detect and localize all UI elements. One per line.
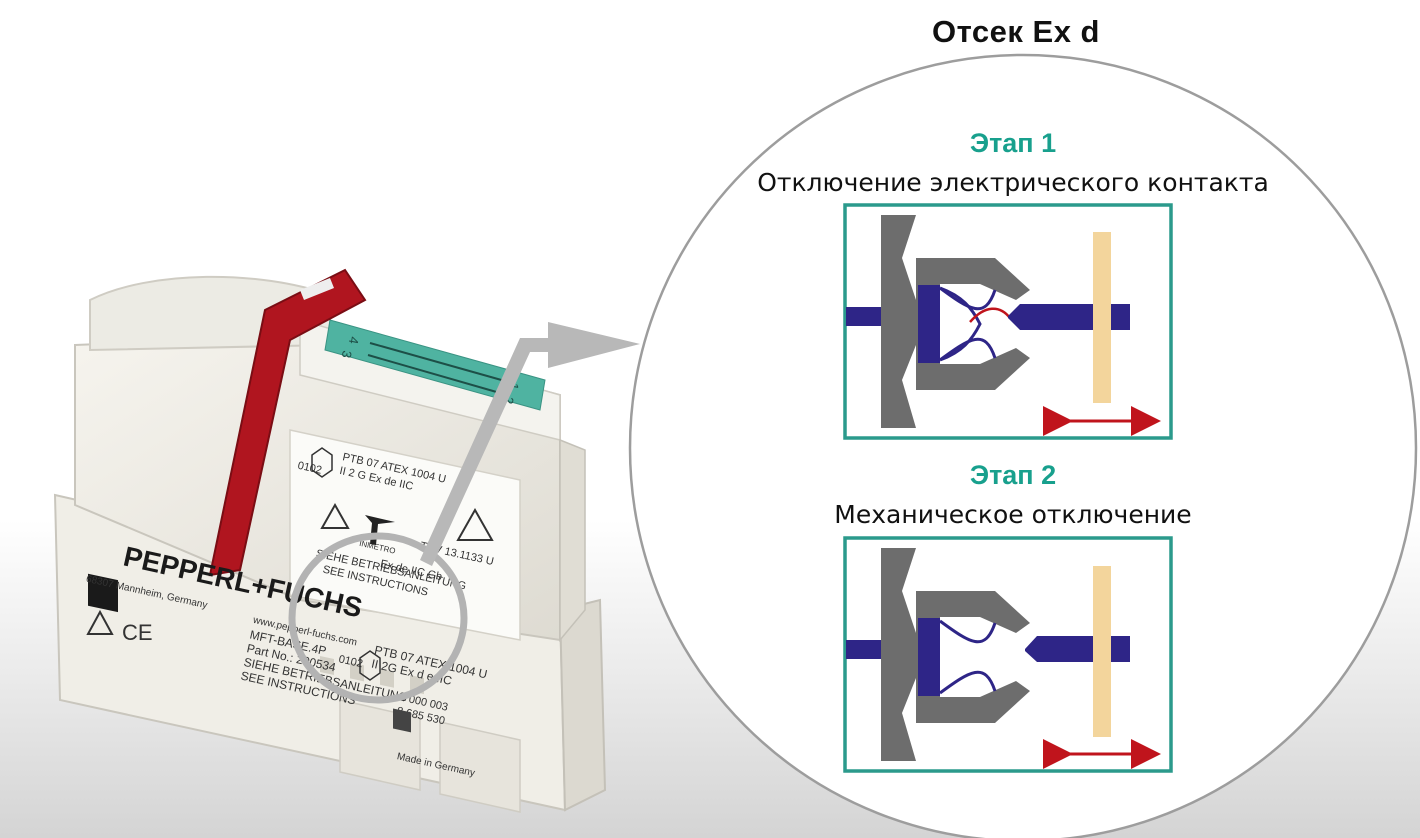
detail-circle	[628, 53, 1418, 838]
ce-mark-icon: CE	[122, 620, 153, 645]
stage-1-description: Отключение электрического контакта	[757, 168, 1269, 197]
stage-1-housing	[916, 258, 1030, 390]
stage-2-spring-upper	[939, 619, 997, 644]
stage-1-title: Этап 1	[969, 128, 1057, 158]
stage-1-socket	[918, 285, 940, 363]
device-illustration: PEPPERL+FUCHS 68307 Mannheim, Germany ww…	[53, 268, 607, 813]
callout-arrow	[420, 322, 640, 566]
stage-1-diagram	[843, 203, 1173, 440]
stage-1-spring-b	[939, 337, 997, 362]
stage-2-pin	[1025, 636, 1130, 662]
device-base-side	[558, 598, 607, 812]
terminal-line-upper	[369, 342, 506, 382]
terminal-number-4: 4	[346, 335, 362, 345]
stage-1-barrier	[1093, 232, 1111, 403]
terminal-number-2: 2	[501, 395, 517, 405]
red-release-handle	[208, 268, 367, 577]
stage-2-diagram	[843, 536, 1173, 773]
stage-2-housing	[916, 591, 1030, 723]
stage-2-wall	[881, 548, 916, 761]
terminal-line-lower	[367, 354, 501, 394]
stage-2-barrier	[1093, 566, 1111, 737]
stage-2-description: Механическое отключение	[834, 500, 1192, 529]
terminal-number-3: 3	[339, 349, 355, 359]
terminal-label	[324, 319, 546, 411]
stage-2-spring-lower	[939, 670, 997, 695]
stage-1-pin	[1008, 304, 1130, 330]
datamatrix-code	[393, 708, 411, 733]
stage-1-wire	[846, 307, 886, 326]
highlight-circle	[288, 532, 468, 704]
ex-mark-icon	[311, 447, 381, 681]
handle-slot	[300, 278, 334, 300]
stage-1-wall	[881, 215, 916, 428]
stage-2-socket	[918, 618, 940, 696]
base-notified-body: 0102	[337, 653, 364, 670]
compartment-title: Отсек Ex d	[932, 14, 1100, 49]
stage-2-wire	[846, 640, 886, 659]
stage-1-arc	[969, 307, 1011, 323]
device-foot-right	[439, 721, 521, 813]
stage-2-title: Этап 2	[969, 460, 1057, 490]
pf-logo-icon	[88, 573, 118, 613]
warning-triangle-icon	[86, 502, 494, 635]
stage-1-spring-lower	[939, 286, 997, 311]
device-side-rib	[559, 438, 586, 643]
stage-1-spring-upper	[939, 286, 982, 362]
